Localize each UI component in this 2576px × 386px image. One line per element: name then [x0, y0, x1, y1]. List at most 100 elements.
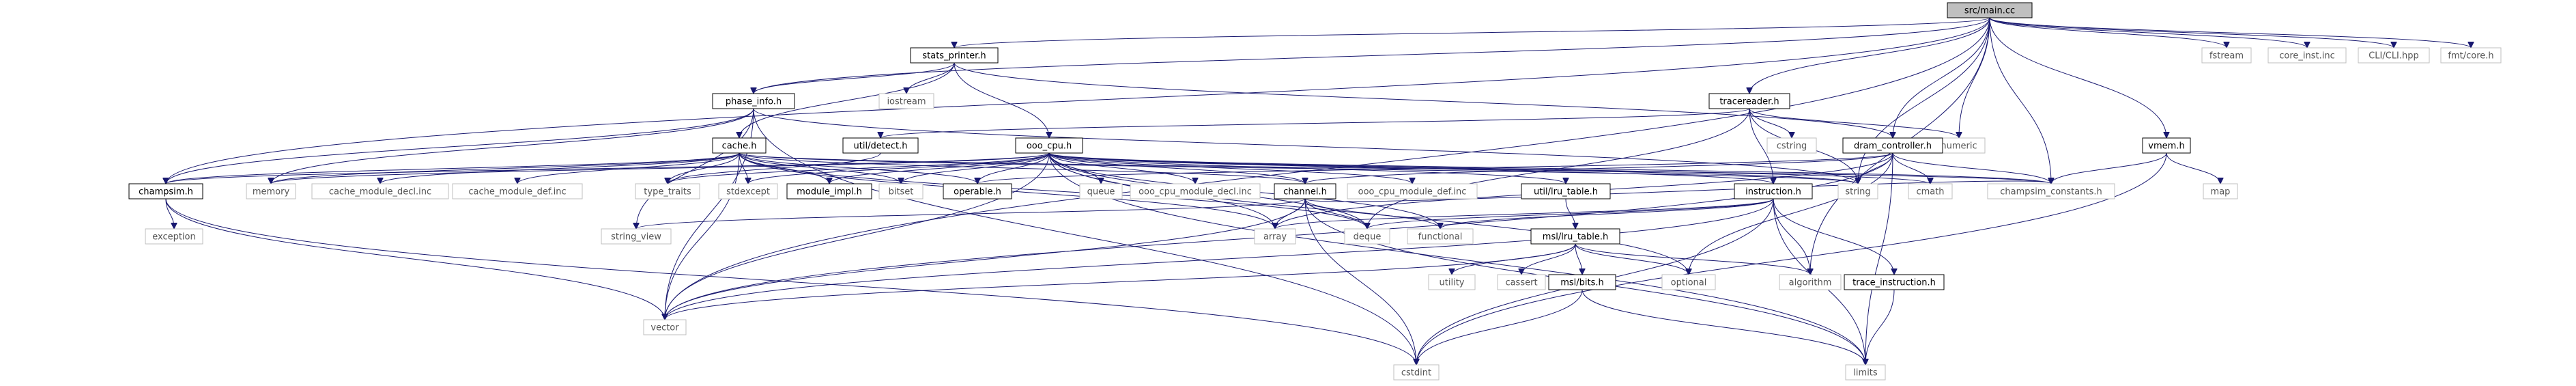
node-box — [1947, 2, 2033, 18]
node-stats-printer[interactable]: stats_printer.h — [910, 47, 999, 64]
node-deque: deque — [1344, 228, 1390, 245]
node-label: cache_module_def.inc — [468, 187, 566, 197]
edge-channel-to-functional — [1304, 198, 1440, 230]
edge-msl_lru_table-to-vector — [665, 243, 1576, 320]
node-dram-controller[interactable]: dram_controller.h — [1842, 137, 1943, 154]
node-box — [2142, 137, 2191, 154]
node-label: stdexcept — [726, 187, 770, 197]
edge-ooo_cpu-to-channel — [1048, 152, 1305, 184]
node-box — [712, 93, 795, 109]
node-box — [145, 228, 203, 245]
node-champsim[interactable]: champsim.h — [128, 183, 203, 199]
edge-vmem-to-map — [2166, 152, 2220, 184]
node-label: string_view — [611, 232, 661, 243]
edge-main-to-vmem — [1989, 17, 2166, 138]
node-box — [1987, 183, 2115, 199]
node-trace-instruction[interactable]: trace_instruction.h — [1844, 274, 1945, 290]
node-box — [1428, 274, 1476, 290]
edge-main-to-core_inst — [1989, 17, 2307, 49]
node-label: bitset — [889, 187, 914, 197]
node-functional: functional — [1407, 228, 1474, 245]
edge-phase_info-to-memory — [271, 108, 754, 184]
node-box — [2201, 47, 2252, 64]
node-label: phase_info.h — [726, 97, 782, 107]
node-box — [643, 319, 687, 335]
node-box — [943, 183, 1012, 199]
edge-champsim-to-cstdint — [165, 198, 1416, 365]
edge-tracereader-to-numeric — [1749, 108, 1959, 139]
edge-instruction-to-algorithm — [1773, 198, 1810, 275]
node-label: operable.h — [954, 187, 1001, 197]
node-msl-bits[interactable]: msl/bits.h — [1548, 274, 1616, 290]
edge-cache-to-champsim_constants — [739, 152, 2051, 184]
node-label: exception — [152, 232, 196, 243]
node-cmath: cmath — [1908, 183, 1953, 199]
node-label: cache.h — [722, 141, 757, 152]
node-stdexcept: stdexcept — [718, 183, 778, 199]
edge-cache-to-type_traits — [668, 152, 740, 184]
edge-main-to-phase_info — [754, 17, 1990, 94]
node-algorithm: algorithm — [1779, 274, 1842, 290]
edge-ooo_cpu-to-util_lru_table — [1048, 152, 1566, 184]
node-box — [1661, 274, 1716, 290]
node-string: string — [1837, 183, 1878, 199]
edge-msl_lru_table-to-algorithm — [1575, 243, 1810, 275]
node-label: fmt/core.h — [2448, 51, 2493, 61]
edge-tracereader-to-util_detect — [881, 108, 1750, 139]
edge-stats_printer-to-phase_info — [754, 62, 955, 94]
node-box — [128, 183, 203, 199]
node-label: instruction.h — [1745, 187, 1801, 197]
node-operable[interactable]: operable.h — [943, 183, 1012, 199]
node-box — [1254, 228, 1296, 245]
node-utility: utility — [1428, 274, 1476, 290]
node-main[interactable]: src/main.cc — [1947, 2, 2033, 18]
node-util-lru-table[interactable]: util/lru_table.h — [1521, 183, 1611, 199]
edge-channel-to-cstdint — [1304, 198, 1416, 365]
edge-ooo_cpu-to-optional — [1048, 152, 1689, 275]
node-cli: CLI/CLI.hpp — [2358, 47, 2430, 64]
node-cache-module-def: cache_module_def.inc — [452, 183, 583, 199]
node-label: champsim.h — [139, 187, 193, 197]
node-label: msl/bits.h — [1560, 278, 1604, 288]
edge-msl_lru_table-to-cassert — [1521, 243, 1576, 275]
node-box — [1845, 364, 1886, 381]
edge-msl_lru_table-to-msl_bits — [1575, 243, 1582, 275]
edge-msl_lru_table-to-optional — [1575, 243, 1689, 275]
node-util-detect[interactable]: util/detect.h — [842, 137, 919, 154]
node-instruction[interactable]: instruction.h — [1734, 183, 1813, 199]
node-ooo-cpu[interactable]: ooo_cpu.h — [1015, 137, 1083, 154]
node-box — [1766, 137, 1817, 154]
edge-main-to-stats_printer — [954, 17, 1990, 49]
dependency-edges — [165, 17, 2471, 365]
edge-main-to-fstream — [1989, 17, 2227, 49]
edge-main-to-fmt — [1989, 17, 2471, 49]
edge-ooo_cpu-to-memory — [271, 152, 1050, 184]
node-label: cstring — [1777, 141, 1807, 152]
node-label: util/lru_table.h — [1534, 187, 1598, 197]
node-box — [1708, 93, 1790, 109]
edge-ooo_cpu-to-stdexcept — [748, 152, 1050, 184]
edge-msl_bits-to-cstdint — [1416, 289, 1583, 365]
edge-dram_controller-to-operable — [977, 152, 1893, 184]
node-box — [786, 183, 872, 199]
node-box — [1130, 183, 1261, 199]
node-box — [718, 183, 778, 199]
edge-cache-to-cache_module_decl — [380, 152, 740, 184]
node-phase-info[interactable]: phase_info.h — [712, 93, 795, 109]
node-box — [1908, 183, 1953, 199]
edge-channel-to-champsim_constants — [1304, 181, 2051, 202]
node-channel[interactable]: channel.h — [1274, 183, 1336, 199]
edge-dram_controller-to-champsim_constants — [1892, 152, 2051, 184]
node-box — [311, 183, 449, 199]
node-tracereader[interactable]: tracereader.h — [1708, 93, 1790, 109]
edge-msl_bits-to-limits — [1582, 289, 1865, 365]
node-box — [1497, 274, 1546, 290]
node-cache[interactable]: cache.h — [712, 137, 767, 154]
node-champsim-constants: champsim_constants.h — [1987, 183, 2115, 199]
node-msl-lru-table[interactable]: msl/lru_table.h — [1530, 228, 1620, 245]
node-vmem[interactable]: vmem.h — [2142, 137, 2191, 154]
node-module-impl[interactable]: module_impl.h — [786, 183, 872, 199]
node-box — [842, 137, 919, 154]
node-label: iostream — [887, 97, 926, 107]
